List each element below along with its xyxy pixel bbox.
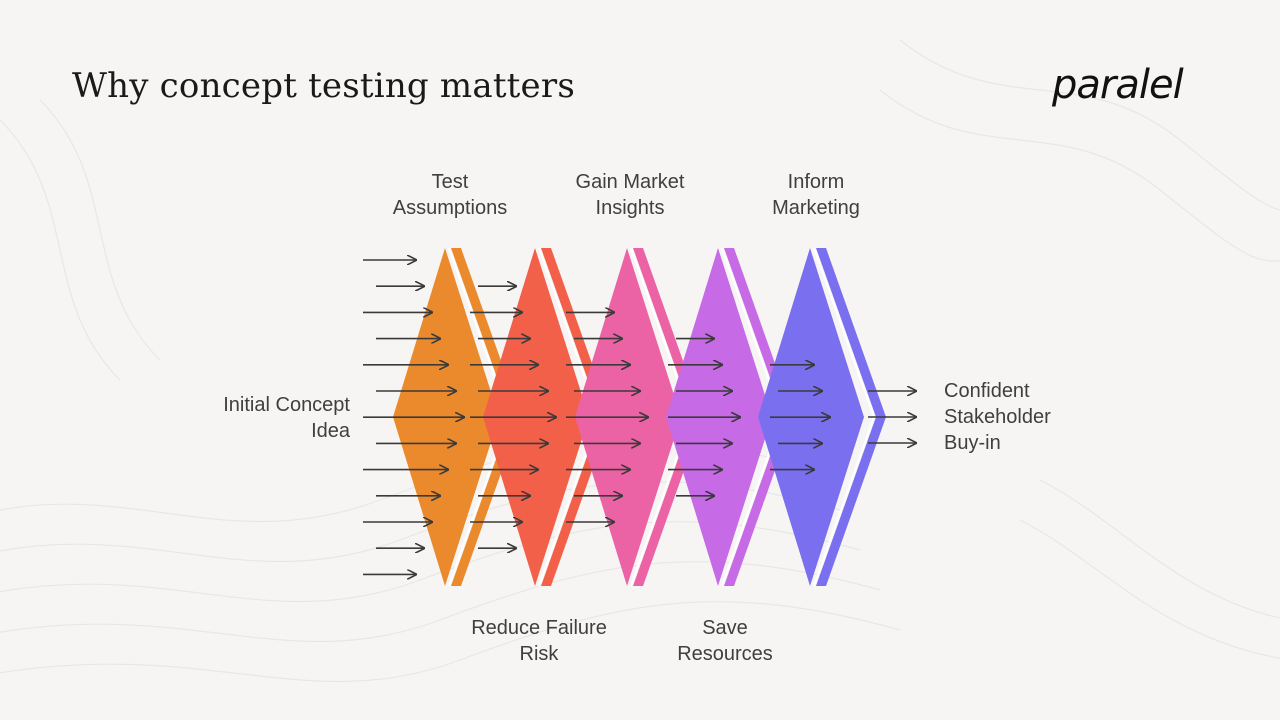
stage-label-line2: Risk	[519, 643, 559, 665]
stage-label-line1: Save	[702, 617, 748, 639]
stage-label-test-assumptions: Test Assumptions	[393, 169, 508, 221]
stage-label-line2: Insights	[595, 197, 665, 219]
stage-label-line1: Reduce Failure	[471, 617, 607, 639]
stage-label-line2: Resources	[677, 643, 773, 665]
output-label: Confident Stakeholder Buy-in	[944, 378, 1064, 456]
stage-label-line2: Marketing	[772, 197, 860, 219]
stage-label-line2: Assumptions	[392, 197, 508, 219]
brand-logo: paralel	[1052, 62, 1184, 108]
stage-label-inform-marketing: Inform Marketing	[772, 169, 860, 221]
stage-label-line1: Test	[431, 171, 469, 193]
output-label-text: Confident Stakeholder Buy-in	[944, 380, 1051, 454]
stage-label-line1: Gain Market	[575, 171, 685, 193]
stage-label-reduce-failure-risk: Reduce Failure Risk	[471, 615, 607, 667]
page-title: Why concept testing matters	[72, 66, 575, 106]
input-label: Initial Concept Idea	[190, 392, 350, 444]
stage-label-line1: Inform	[787, 171, 845, 193]
stage-label-save-resources: Save Resources	[677, 615, 773, 667]
input-label-text: Initial Concept Idea	[223, 394, 350, 442]
stage-label-gain-market-insights: Gain Market Insights	[576, 169, 685, 221]
